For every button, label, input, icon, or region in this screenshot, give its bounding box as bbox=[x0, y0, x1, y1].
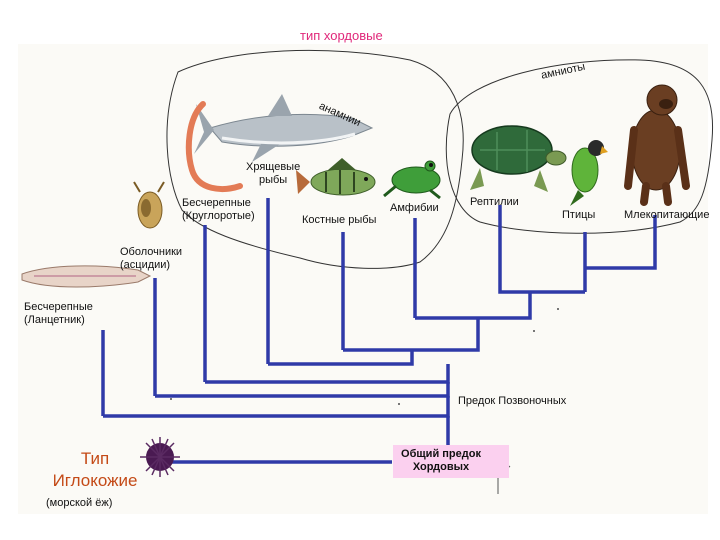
taxon-label-cyclostomes: Бесчерепные (Круглоротые) bbox=[182, 197, 255, 223]
node-mark bbox=[557, 308, 559, 310]
taxon-label-amphibians: Амфибии bbox=[390, 202, 439, 215]
node-label-chordate-ancestor: Общий предок Хордовых bbox=[393, 448, 489, 474]
taxon-label-mammals: Млекопитающие bbox=[624, 209, 709, 222]
taxon-label-bony-fish: Костные рыбы bbox=[302, 214, 376, 227]
outgroup-example-label: (морской ёж) bbox=[46, 497, 112, 509]
taxon-label-cartilaginous-fish: Хрящевые рыбы bbox=[246, 161, 300, 187]
node-mark bbox=[170, 398, 172, 400]
taxon-label-birds: Птицы bbox=[562, 209, 595, 222]
node-mark bbox=[398, 403, 400, 405]
diagram-title: тип хордовые bbox=[300, 28, 383, 43]
outgroup-label-echinoderms: Тип Иглокожие bbox=[40, 448, 150, 492]
taxon-label-lancelet: Бесчерепные (Ланцетник) bbox=[24, 301, 93, 327]
node-mark bbox=[533, 330, 535, 332]
taxon-label-reptiles: Рептилии bbox=[470, 196, 519, 209]
taxon-label-tunicates: Оболочники (асцидии) bbox=[120, 246, 182, 272]
node-label-vertebrate-ancestor: Предок Позвоночных bbox=[458, 395, 566, 408]
